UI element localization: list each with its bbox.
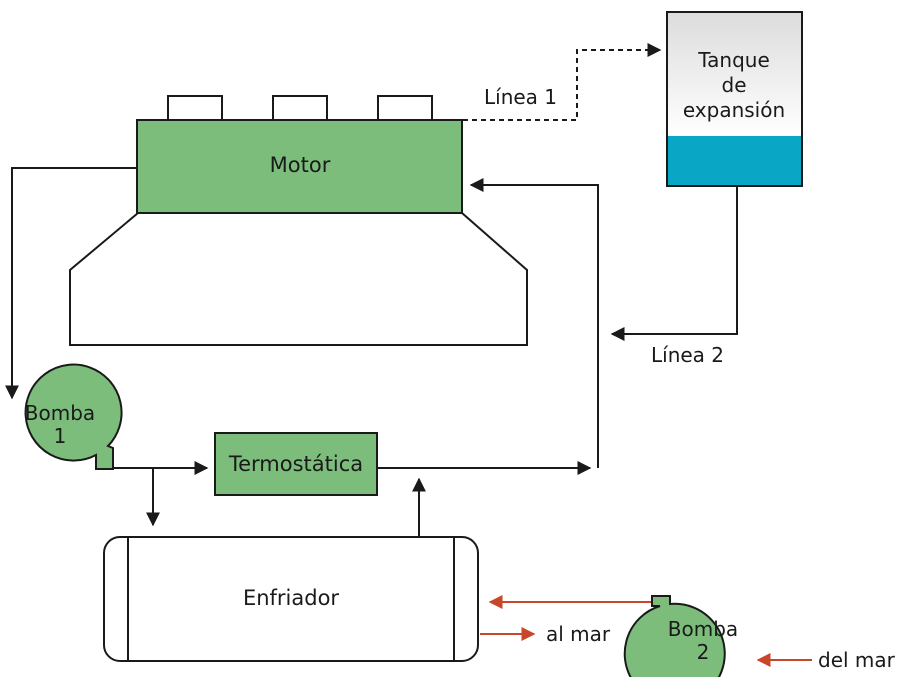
thermostat-label: Termostática: [228, 452, 363, 476]
linea2-label: Línea 2: [651, 343, 724, 367]
engine-base: [69, 212, 528, 346]
cooler-body: [103, 536, 479, 662]
bomba2-shape: [623, 595, 726, 677]
return-pipe: [469, 178, 599, 468]
expansion-tank-top: [667, 12, 802, 136]
del-mar-label: del mar: [818, 648, 896, 672]
expansion-tank-outline: [666, 11, 803, 187]
cylinder-cap-3: [377, 95, 433, 121]
cylinder-cap-1: [167, 95, 223, 121]
thermostat-valve: [214, 432, 378, 496]
bomba2-label-line2: 2: [697, 640, 710, 664]
expansion-tank-water: [667, 136, 802, 186]
motor-block: [136, 119, 463, 214]
linea1-pipe: [463, 43, 662, 121]
motor-to-bomba1-pipe: [5, 167, 137, 400]
cooler-label: Enfriador: [243, 586, 339, 610]
motor-label: Motor: [270, 153, 331, 177]
tank-label-line2: de: [722, 73, 747, 97]
tank-label-line3: expansión: [683, 98, 785, 122]
tank-label-line1: Tanque: [697, 48, 770, 72]
bomba2-label-line1: Bomba: [668, 617, 738, 641]
bomba1-shape: [24, 363, 123, 470]
bomba1-label-line2: 1: [54, 424, 67, 448]
cylinder-cap-2: [272, 95, 328, 121]
linea2-pipe: [610, 186, 738, 341]
bomba1-label-line1: Bomba: [25, 401, 95, 425]
linea1-label: Línea 1: [484, 85, 557, 109]
al-mar-label: al mar: [546, 622, 611, 646]
